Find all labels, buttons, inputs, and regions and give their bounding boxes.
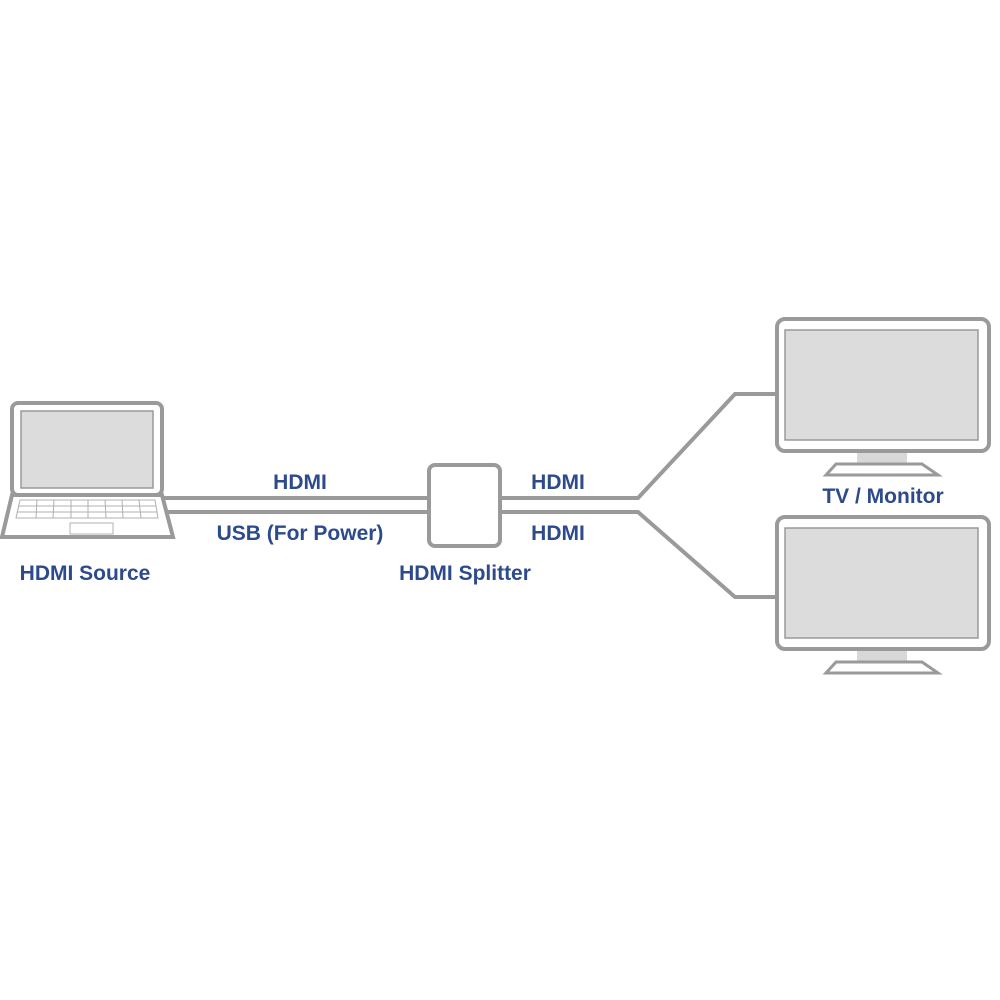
tv-monitor-label: TV / Monitor <box>822 485 943 508</box>
usb-power-label: USB (For Power) <box>217 522 384 545</box>
hdmi-output-2-label: HDMI <box>531 522 585 545</box>
hdmi-output-cable-1 <box>498 392 778 500</box>
cables <box>162 392 778 599</box>
monitor-icon-top <box>775 317 991 477</box>
hdmi-source-label: HDMI Source <box>20 562 151 585</box>
hdmi-input-label: HDMI <box>273 471 327 494</box>
hdmi-output-1-label: HDMI <box>531 471 585 494</box>
hdmi-output-cable-2 <box>498 510 778 599</box>
keyboard <box>15 499 159 535</box>
laptop-icon <box>0 401 176 539</box>
splitter-box-icon <box>427 463 502 548</box>
hdmi-splitter-label: HDMI Splitter <box>399 562 531 585</box>
monitor-icon-bottom <box>775 515 991 675</box>
